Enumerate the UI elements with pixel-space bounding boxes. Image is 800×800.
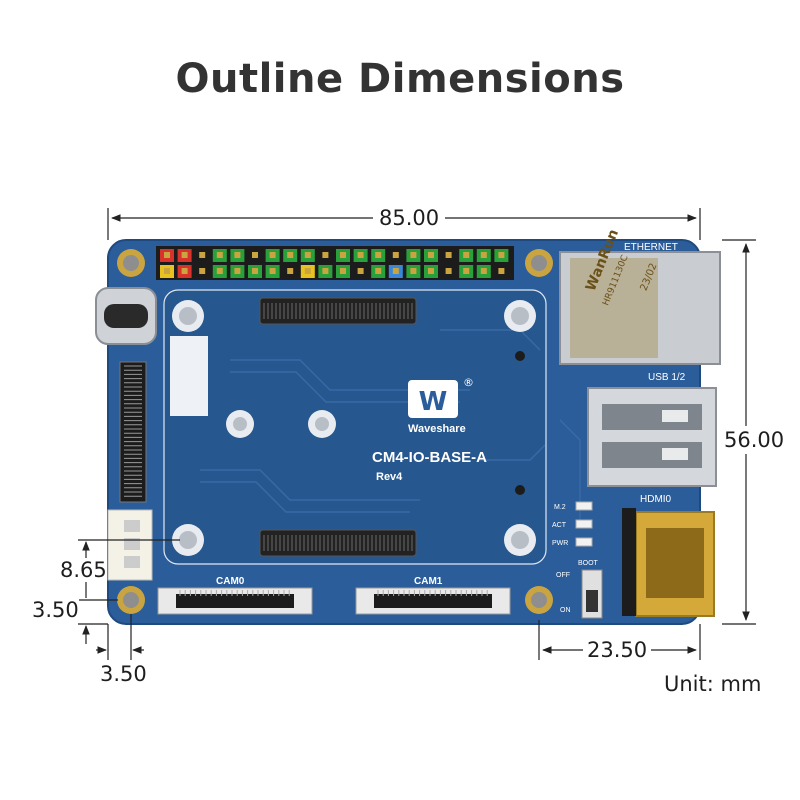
gpio-header <box>156 246 514 280</box>
gpio-pin-tip <box>322 268 329 274</box>
gpio-pin-tip <box>234 252 241 258</box>
gpio-pin-tip <box>428 252 434 258</box>
unit-label: Unit: mm <box>664 672 762 696</box>
led-m2 <box>575 501 593 511</box>
gpio-pin-tip <box>445 268 452 274</box>
board-revision: Rev4 <box>376 471 403 483</box>
waveshare-logo <box>408 380 458 418</box>
gpio-pin-tip <box>199 252 206 258</box>
module-holes <box>172 300 536 556</box>
gpio-pin-tip <box>480 252 487 258</box>
gpio-pin-tip <box>463 268 470 274</box>
led-pwr <box>575 537 593 547</box>
white-pad <box>170 336 208 416</box>
dim-hole-margin-x: 3.50 <box>100 662 147 686</box>
cm4-outline <box>163 289 547 565</box>
gpio-pin-tip <box>216 268 223 274</box>
gpio-pin-tip <box>164 268 170 274</box>
brand-mark: W <box>419 387 448 417</box>
page-title: Outline Dimensions <box>175 56 625 102</box>
m2-label: M.2 <box>554 504 566 511</box>
gpio-pin-tip <box>252 252 258 258</box>
gpio-pin-tip <box>410 252 417 258</box>
board-name: CM4-IO-BASE-A <box>372 449 487 466</box>
dim-connector-offset: 23.50 <box>583 638 652 662</box>
gpio-pin-tip <box>392 268 399 274</box>
gpio-pin-tip <box>480 268 487 274</box>
gpio-pin-tip <box>287 252 294 258</box>
gpio-pin-tip <box>445 252 452 258</box>
gpio-pin-tip <box>375 252 382 258</box>
brand-name: Waveshare <box>408 423 466 435</box>
pwr-label: PWR <box>552 540 568 547</box>
boot-label: BOOT <box>578 560 599 567</box>
off-label: OFF <box>556 572 570 579</box>
gpio-pin-tip <box>340 252 346 258</box>
gpio-pin-tip <box>357 252 364 258</box>
gpio-pin-tip <box>463 252 470 258</box>
dim-hole-margin-y: 3.50 <box>32 598 79 622</box>
gpio-pin-tip <box>164 252 170 258</box>
gpio-pin-tip <box>181 268 188 274</box>
cam1-label: CAM1 <box>414 576 443 587</box>
gpio-pin-tip <box>392 252 399 258</box>
usb-label: USB 1/2 <box>648 372 686 383</box>
usb-a-port <box>587 387 717 487</box>
gpio-pin-tip <box>252 268 258 274</box>
led-act <box>575 519 593 529</box>
gpio-pin-tip <box>304 252 311 258</box>
gpio-pin-tip <box>199 268 206 274</box>
gpio-pin-tip <box>287 268 294 274</box>
gpio-pin-tip <box>498 268 505 274</box>
gpio-pin-tip <box>269 268 276 274</box>
dim-hole-y: 8.65 <box>60 558 107 582</box>
gpio-pin-tip <box>216 252 223 258</box>
mounting-holes <box>117 249 553 614</box>
gpio-pin-tip <box>181 252 188 258</box>
dim-height: 56.00 <box>724 426 785 454</box>
gpio-pin-tip <box>269 252 276 258</box>
b2b-connector-bottom <box>259 529 417 557</box>
on-label: ON <box>560 607 571 614</box>
gpio-pin-tip <box>234 268 241 274</box>
gpio-pin-tip <box>322 252 329 258</box>
ethernet-label: ETHERNET <box>624 242 678 253</box>
gpio-pin-tip <box>357 268 364 274</box>
display-fpc <box>119 361 147 503</box>
gpio-pin-tip <box>304 268 311 274</box>
act-label: ACT <box>552 522 567 529</box>
ethernet-jack <box>559 251 721 365</box>
gpio-pin-tip <box>498 252 505 258</box>
gpio-pin-tip <box>375 268 382 274</box>
gpio-pin-tip <box>410 268 417 274</box>
b2b-connector-top <box>259 297 417 325</box>
gpio-pin-tip <box>340 268 346 274</box>
registered-mark: ® <box>463 376 474 389</box>
hdmi-label: HDMI0 <box>640 494 672 505</box>
cam0-label: CAM0 <box>216 576 245 587</box>
dim-width: 85.00 <box>373 206 446 230</box>
gpio-pin-tip <box>428 268 434 274</box>
